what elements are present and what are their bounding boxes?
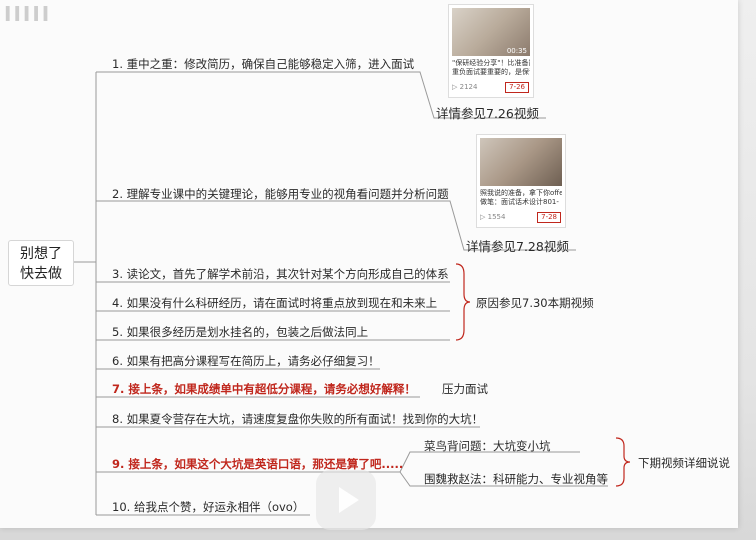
branch-item-10: 10. 给我点个赞，好运永相伴（ovo） — [112, 500, 305, 514]
thumbnail-caption-1: 照我说的准备，拿下你offer概 — [480, 189, 562, 197]
branch-item-9: 9. 接上条，如果这个大坑是英语口语，那还是算了吧..... — [112, 457, 404, 471]
video-date-badge: 7-26 — [505, 82, 529, 93]
thumbnail-caption-2: 重负面试要重要的，是保证你 — [452, 68, 530, 76]
play-count-icon: ▷ — [452, 83, 458, 91]
root-node: 别想了 快去做 — [8, 240, 74, 286]
note-see-726: 详情参见7.26视频 — [436, 106, 539, 121]
note-siege-method: 围魏救赵法：科研能力、专业视角等 — [424, 472, 608, 486]
video-thumbnail-726[interactable]: 00:35 "保研经验分享"！比准备简历 重负面试要重要的，是保证你 ▷ 212… — [448, 4, 534, 98]
root-line-2: 快去做 — [20, 266, 62, 282]
video-date-badge: 7-28 — [537, 212, 561, 223]
branch-item-8: 8. 如果夏令营存在大坑，请速度复盘你失败的所有面试！找到你的大坑！ — [112, 412, 484, 426]
connector-lines — [74, 71, 631, 516]
note-see-728: 详情参见7.28视频 — [466, 239, 569, 254]
note-rookie-method: 菜鸟背问题：大坑变小坑 — [424, 439, 551, 453]
view-count: ▷ 2124 — [452, 83, 530, 91]
note-reason-730: 原因参见7.30本期视频 — [476, 296, 594, 310]
branch-item-3: 3. 读论文，首先了解学术前沿，其次针对某个方向形成自己的体系 — [112, 267, 449, 281]
view-count-value: 1554 — [487, 213, 506, 221]
branch-item-6: 6. 如果有把高分课程写在简历上，请务必仔细复习！ — [112, 354, 380, 368]
branch-item-5: 5. 如果很多经历是划水挂名的，包装之后做法同上 — [112, 325, 369, 339]
thumbnail-caption-1: "保研经验分享"！比准备简历 — [452, 59, 530, 67]
root-line-1: 别想了 — [20, 246, 62, 262]
play-icon[interactable] — [316, 470, 376, 530]
thumbnail-image — [452, 8, 530, 56]
branch-item-1: 1. 重中之重：修改简历，确保自己能够稳定入筛，进入面试 — [112, 57, 415, 71]
video-duration: 00:35 — [506, 47, 527, 55]
view-count-value: 2124 — [459, 83, 478, 91]
video-thumbnail-728[interactable]: 照我说的准备，拿下你offer概 做笔：面试话术设计801- ▷ 1554 7-… — [476, 134, 566, 228]
branch-item-2: 2. 理解专业课中的关键理论，能够用专业的视角看问题并分析问题 — [112, 187, 449, 201]
note-pressure-interview: 压力面试 — [442, 382, 488, 396]
watermark-logo: IIIII — [4, 2, 52, 26]
view-count: ▷ 1554 — [480, 213, 562, 221]
thumbnail-image — [480, 138, 562, 186]
note-next-video: 下期视频详细说说 — [638, 456, 730, 470]
mindmap-canvas: IIIII 5 — [0, 0, 738, 528]
play-count-icon: ▷ — [480, 213, 486, 221]
thumbnail-caption-2: 做笔：面试话术设计801- — [480, 198, 559, 206]
branch-item-7: 7. 接上条，如果成绩单中有超低分课程，请务必想好解释！ — [112, 382, 416, 396]
branch-item-4: 4. 如果没有什么科研经历，请在面试时将重点放到现在和未来上 — [112, 296, 438, 310]
